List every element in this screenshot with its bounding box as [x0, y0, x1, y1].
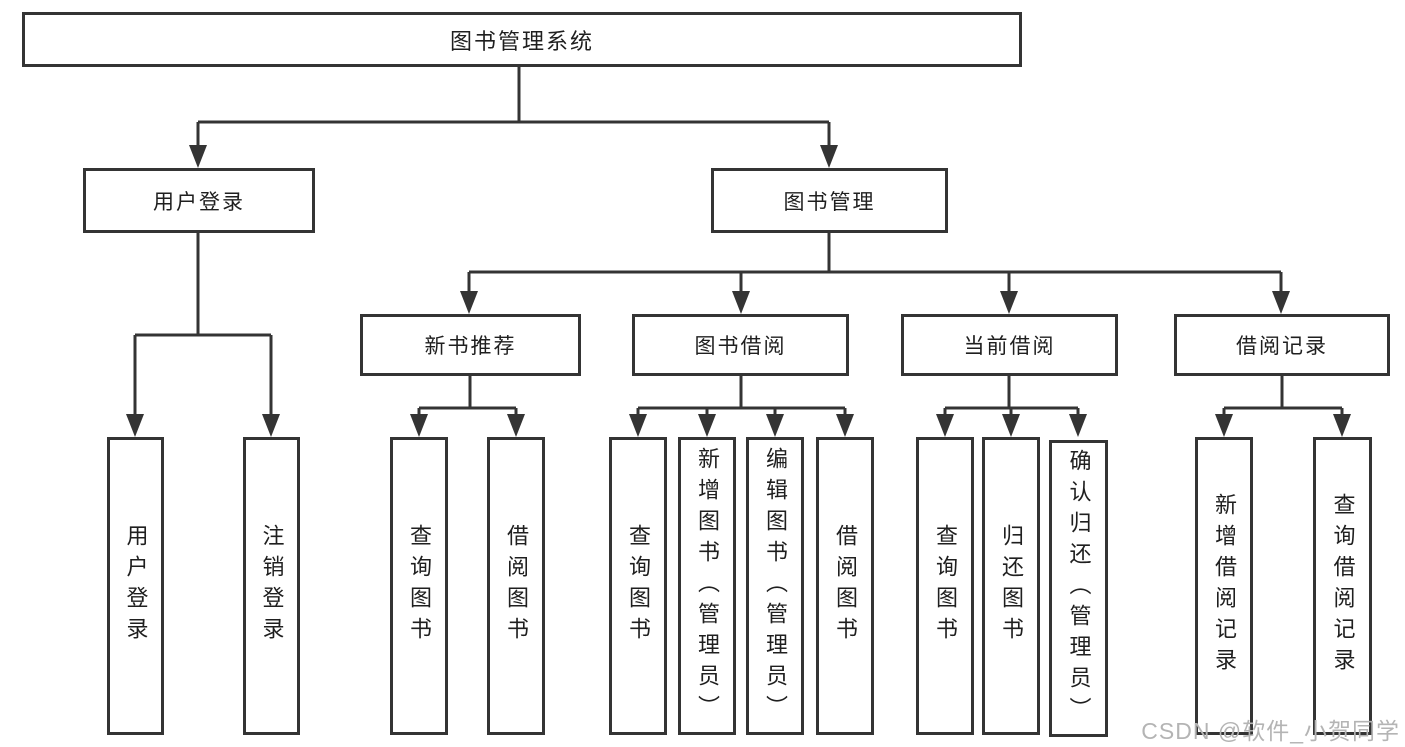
- leaf-label: 注销登录: [259, 524, 285, 648]
- node-label: 图书借阅: [694, 335, 787, 358]
- leaf-label: 用户登录: [123, 524, 149, 648]
- leaf-label: 借阅图书: [504, 524, 529, 648]
- node-label: 图书管理系统: [449, 28, 594, 54]
- leaf-borrow-books-recommend: 借阅图书: [487, 437, 545, 735]
- leaf-label: 编辑图书（管理员）: [763, 446, 788, 726]
- leaf-label: 查询图书: [933, 524, 958, 648]
- leaf-logout: 注销登录: [243, 437, 300, 735]
- leaf-label: 确认归还（管理员）: [1066, 449, 1092, 728]
- node-book-borrow: 图书借阅: [632, 314, 849, 376]
- leaf-query-books-recommend: 查询图书: [390, 437, 448, 735]
- leaf-label: 查询图书: [626, 524, 651, 648]
- node-label: 当前借阅: [963, 335, 1056, 358]
- leaf-label: 新增图书（管理员）: [695, 446, 720, 726]
- leaf-return-books: 归还图书: [982, 437, 1040, 735]
- node-label: 用户登录: [153, 190, 245, 214]
- leaf-label: 借阅图书: [833, 524, 858, 648]
- node-user-login: 用户登录: [83, 168, 315, 233]
- leaf-add-books-admin: 新增图书（管理员）: [678, 437, 736, 735]
- node-new-book-recommend: 新书推荐: [360, 314, 581, 376]
- node-library-management-system: 图书管理系统: [22, 12, 1022, 67]
- leaf-label: 查询借阅记录: [1330, 493, 1356, 679]
- node-borrow-record: 借阅记录: [1174, 314, 1390, 376]
- leaf-label: 归还图书: [999, 524, 1024, 648]
- node-book-management: 图书管理: [711, 168, 948, 233]
- leaf-confirm-return-admin: 确认归还（管理员）: [1049, 440, 1108, 737]
- node-current-borrow: 当前借阅: [901, 314, 1118, 376]
- node-label: 图书管理: [783, 190, 876, 214]
- leaf-label: 新增借阅记录: [1212, 493, 1237, 679]
- leaf-query-borrow-record: 查询借阅记录: [1313, 437, 1372, 735]
- leaf-label: 查询图书: [407, 524, 432, 648]
- leaf-edit-books-admin: 编辑图书（管理员）: [746, 437, 804, 735]
- leaf-add-borrow-record: 新增借阅记录: [1195, 437, 1253, 735]
- node-label: 借阅记录: [1236, 335, 1328, 358]
- leaf-borrow-books: 借阅图书: [816, 437, 874, 735]
- leaf-user-login: 用户登录: [107, 437, 164, 735]
- node-label: 新书推荐: [424, 335, 517, 358]
- leaf-query-books-current: 查询图书: [916, 437, 974, 735]
- leaf-query-books-borrow: 查询图书: [609, 437, 667, 735]
